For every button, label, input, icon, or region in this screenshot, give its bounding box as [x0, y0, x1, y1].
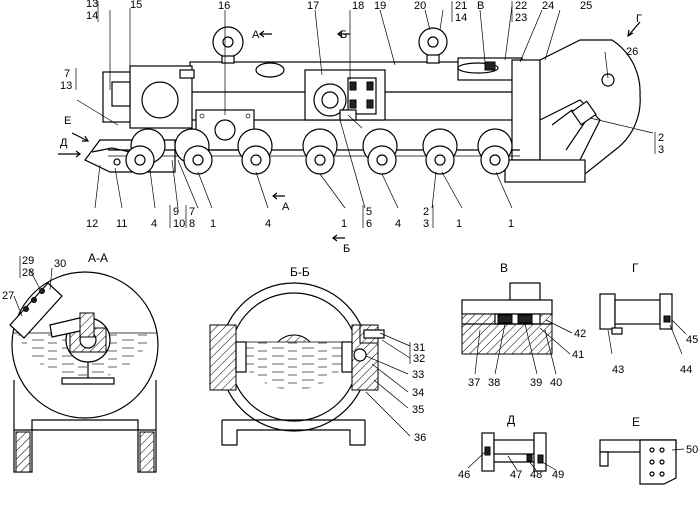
- label-23: 23: [515, 12, 527, 24]
- label-48: 48: [530, 469, 542, 481]
- label-42: 42: [574, 328, 586, 340]
- label-6: 6: [366, 218, 372, 230]
- label-14: 14: [86, 10, 98, 22]
- label-12: 12: [86, 218, 98, 230]
- label-4-b: 4: [265, 218, 271, 230]
- label-45: 45: [686, 334, 698, 346]
- view-d: Д 46 47 48 49: [458, 413, 564, 481]
- view-g: Г 43 44 45: [599, 261, 698, 376]
- label-50: 50: [686, 444, 698, 456]
- label-46: 46: [458, 469, 470, 481]
- label-7-bottom: 7: [189, 206, 195, 218]
- label-39: 39: [530, 377, 542, 389]
- label-13-left: 13: [60, 80, 72, 92]
- view-e-title: Е: [632, 415, 640, 429]
- label-11: 11: [116, 218, 127, 230]
- section-arrow-a-top: [259, 30, 272, 38]
- view-v-title: В: [500, 261, 508, 275]
- label-43: 43: [612, 364, 624, 376]
- label-10: 10: [173, 218, 185, 230]
- label-17: 17: [307, 0, 319, 12]
- label-40: 40: [550, 377, 562, 389]
- label-26: 26: [626, 46, 638, 58]
- label-32: 32: [413, 353, 425, 365]
- label-27: 27: [2, 290, 14, 302]
- label-49: 49: [552, 469, 564, 481]
- label-33: 33: [412, 369, 424, 381]
- view-arrow-g: [627, 21, 641, 38]
- label-37: 37: [468, 377, 480, 389]
- label-16: 16: [218, 0, 230, 12]
- label-3-bottom: 3: [423, 218, 429, 230]
- label-44: 44: [680, 364, 692, 376]
- view-e: Е 50: [599, 415, 698, 485]
- label-14-right: 14: [455, 12, 467, 24]
- label-5: 5: [366, 206, 372, 218]
- label-view-v: В: [477, 0, 484, 12]
- label-view-e: Е: [64, 115, 71, 127]
- filler-cap: [255, 62, 285, 78]
- section-arrow-b-top: [337, 30, 350, 38]
- label-view-d: Д: [60, 137, 68, 149]
- view-g-title: Г: [632, 261, 639, 275]
- label-25: 25: [580, 0, 592, 12]
- label-13: 13: [86, 0, 98, 10]
- view-arrow-d: [58, 150, 81, 158]
- central-bearing-unit: [304, 69, 386, 129]
- label-34: 34: [412, 387, 424, 399]
- label-section-a: А: [252, 29, 260, 41]
- label-4: 4: [151, 218, 157, 230]
- label-47: 47: [510, 469, 522, 481]
- label-22: 22: [515, 0, 527, 12]
- label-1-b: 1: [341, 218, 347, 230]
- label-2: 2: [658, 132, 664, 144]
- label-31: 31: [413, 342, 425, 354]
- label-section-b: Б: [340, 29, 347, 41]
- view-arrow-e: [71, 132, 90, 142]
- section-bb-title: Б-Б: [290, 265, 310, 279]
- label-3: 3: [658, 144, 664, 156]
- section-bb-view: Б-Б 31 32 33 34 35 36: [209, 265, 426, 446]
- label-8: 8: [189, 218, 195, 230]
- label-38: 38: [488, 377, 500, 389]
- view-v: В 42 41 37 38 39 40: [461, 261, 586, 389]
- section-aa-view: А-А 29 28 30 27: [2, 251, 159, 473]
- label-24: 24: [542, 0, 554, 12]
- label-41: 41: [572, 349, 584, 361]
- label-30: 30: [54, 258, 66, 270]
- label-4-c: 4: [395, 218, 401, 230]
- label-18: 18: [352, 0, 364, 12]
- label-28: 28: [22, 267, 34, 279]
- label-36: 36: [414, 432, 426, 444]
- section-arrow-b-bottom: [332, 234, 345, 242]
- label-section-b-bottom: Б: [343, 243, 350, 255]
- label-2-bottom: 2: [423, 206, 429, 218]
- lower-wheel-row: [125, 145, 510, 175]
- view-d-title: Д: [507, 413, 515, 427]
- section-aa-title: А-А: [88, 251, 108, 265]
- fill-port: [9, 282, 63, 339]
- label-1-c: 1: [456, 218, 462, 230]
- label-1: 1: [210, 218, 216, 230]
- label-21: 21: [455, 0, 467, 12]
- label-7: 7: [64, 68, 70, 80]
- section-arrow-a-bottom: [272, 192, 285, 200]
- main-assembly-view: 13 14 15 16 А 17 Б 18 19 20 21 14 В 22 2…: [58, 0, 664, 255]
- label-9: 9: [173, 206, 179, 218]
- label-35: 35: [412, 404, 424, 416]
- top-roller-left: [212, 26, 244, 58]
- label-19: 19: [374, 0, 386, 12]
- label-view-g: Г: [636, 13, 642, 25]
- label-1-d: 1: [508, 218, 514, 230]
- label-29: 29: [22, 255, 34, 267]
- label-15: 15: [130, 0, 142, 11]
- top-roller-right: [418, 27, 448, 57]
- label-section-a-bottom: А: [282, 201, 290, 213]
- label-20: 20: [414, 0, 426, 12]
